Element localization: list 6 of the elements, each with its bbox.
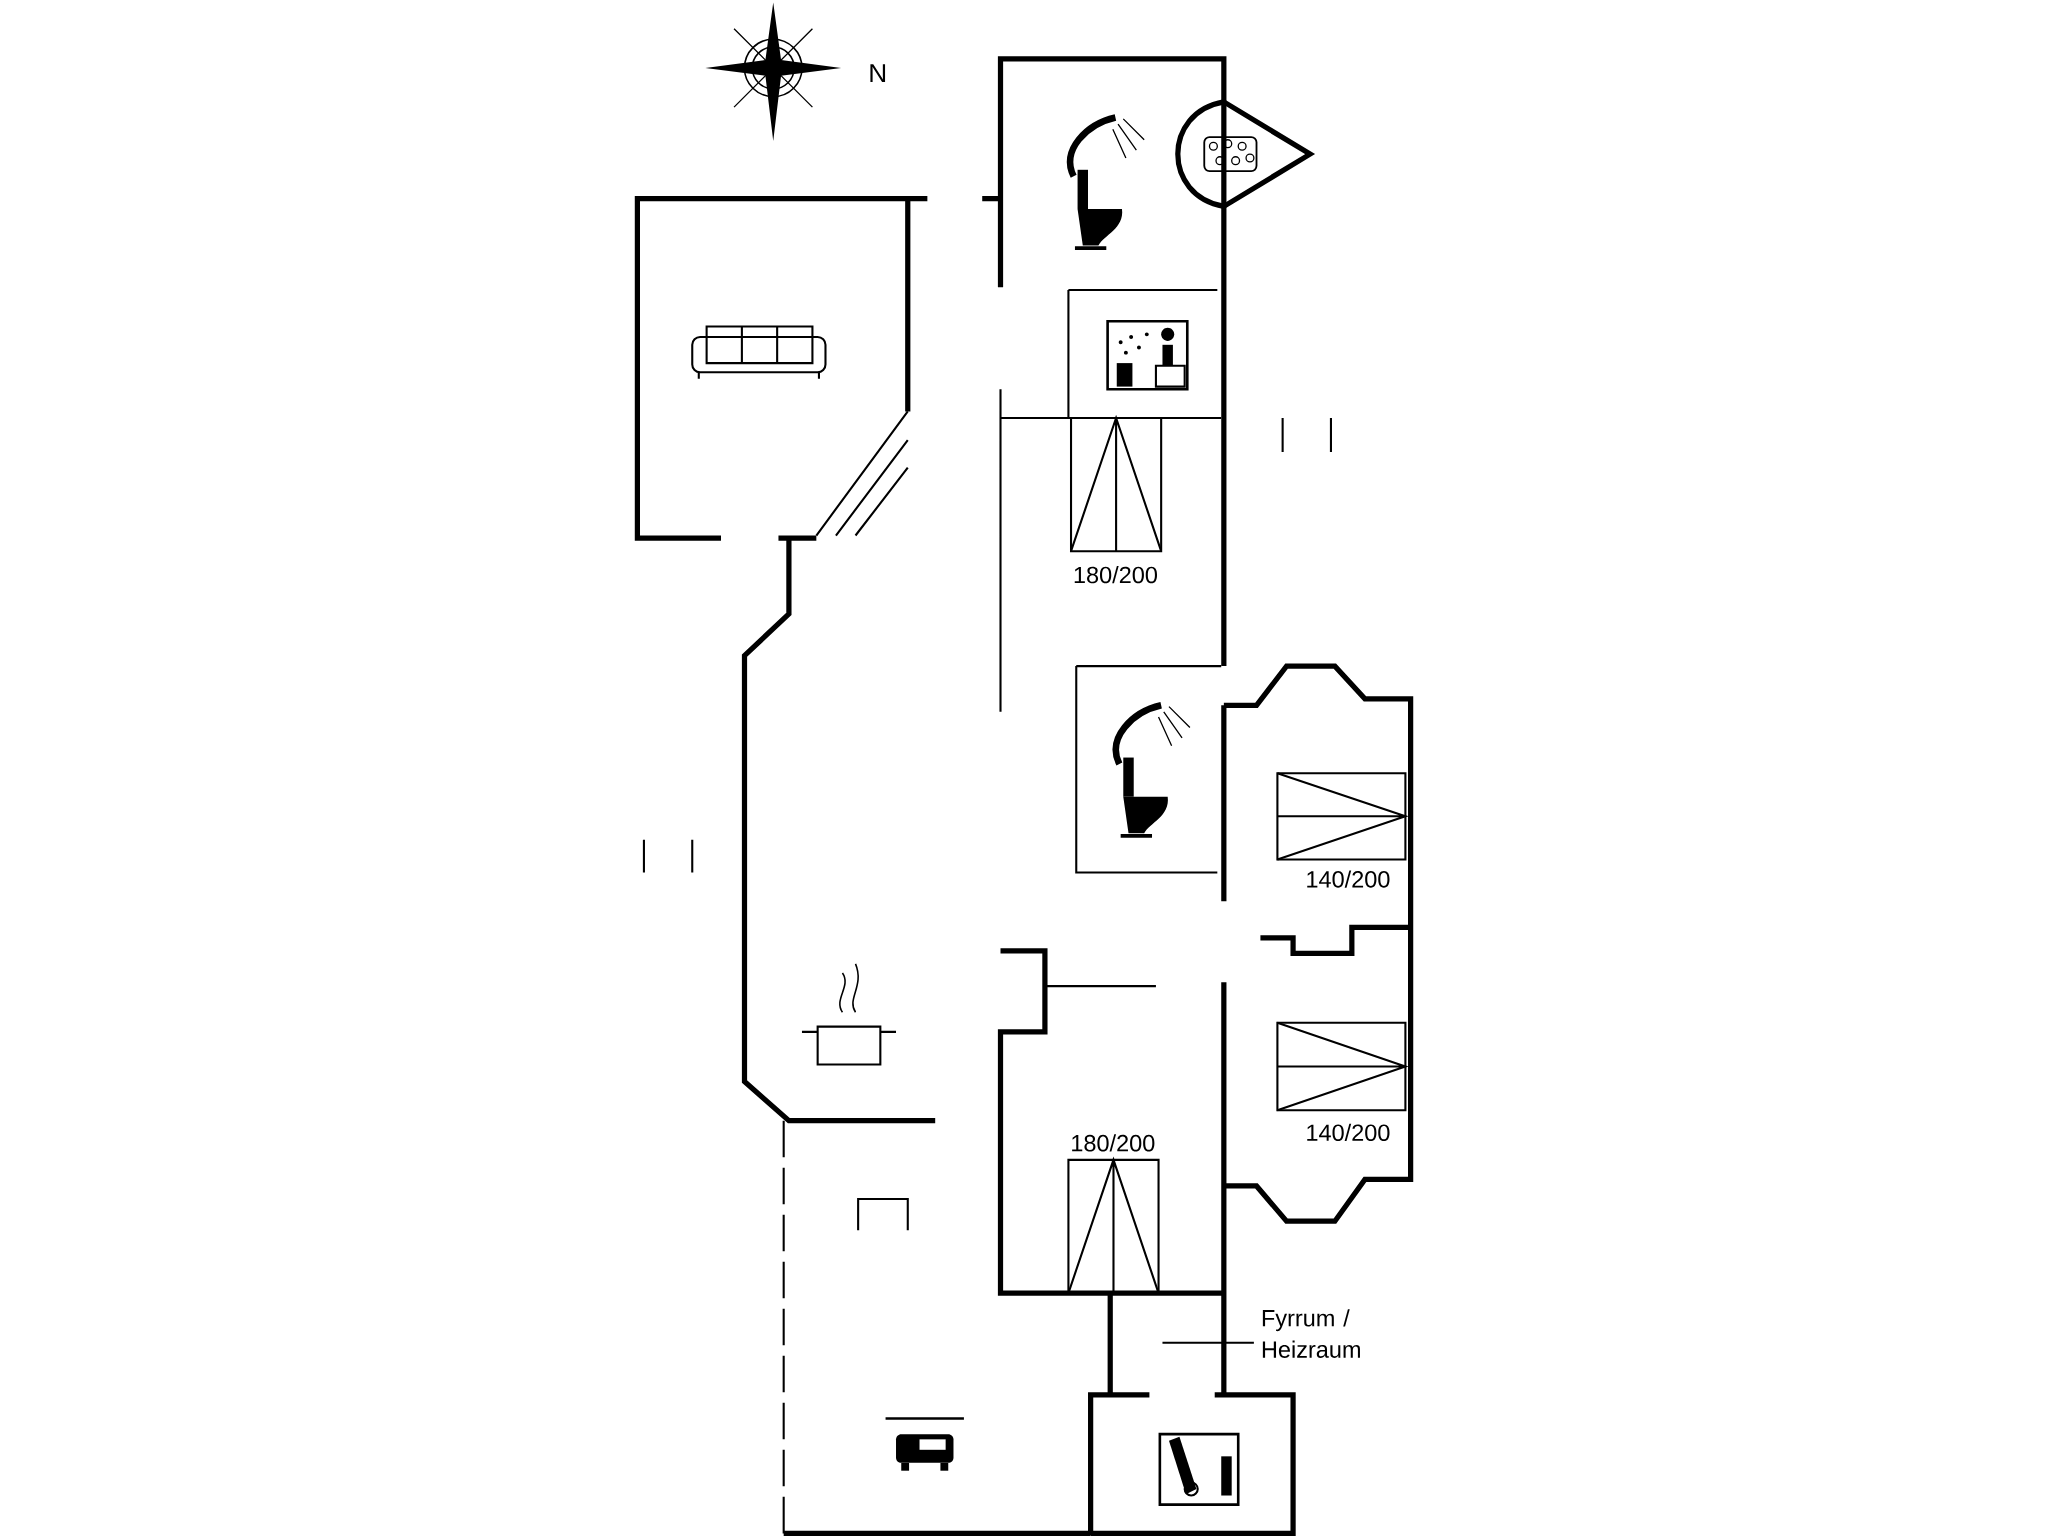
- bed-size-label: 180/200: [1072, 1134, 1155, 1152]
- room-label: Fyrrum / Heizraum: [1262, 1309, 1360, 1358]
- bed-size-label: 180/200: [1074, 566, 1157, 584]
- bed-size-label: 140/200: [1307, 1123, 1390, 1142]
- bed-size-label: 140/200: [1307, 870, 1390, 888]
- north-label: N: [870, 64, 886, 83]
